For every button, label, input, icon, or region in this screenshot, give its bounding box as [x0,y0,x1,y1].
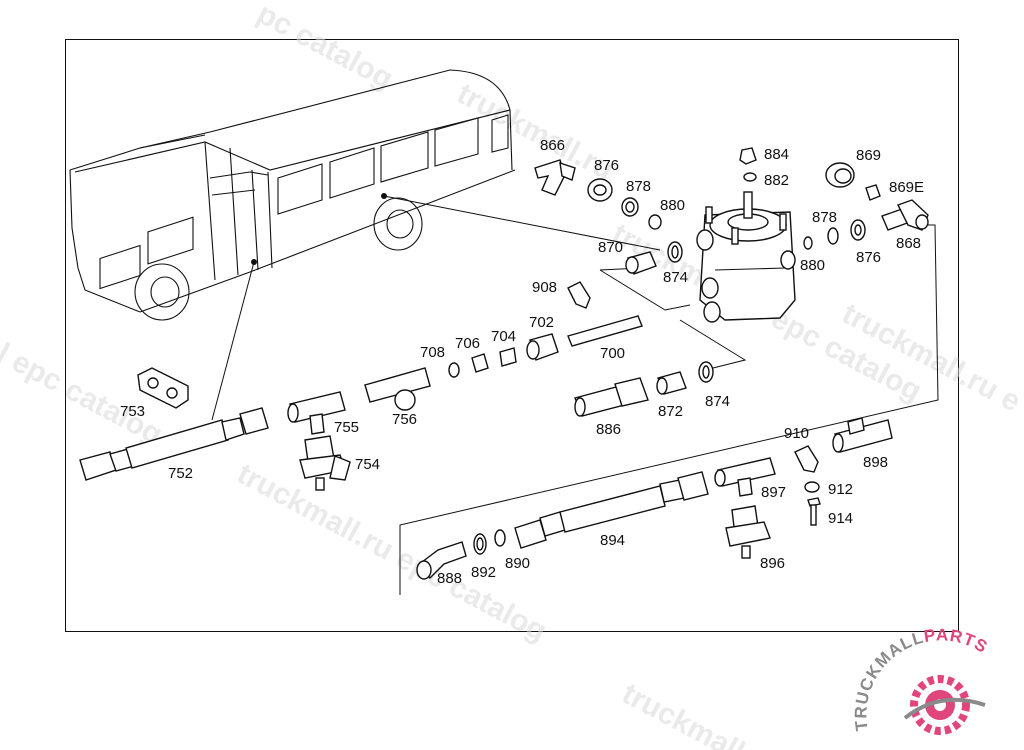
part-878b [827,227,839,245]
part-898 [832,417,893,453]
part-label-892: 892 [471,564,496,581]
leader-lines [211,195,939,595]
part-866 [534,159,576,196]
part-label-874: 874 [705,393,730,410]
diagram-frame [65,39,959,632]
part-label-878: 878 [626,178,651,195]
part-label-869: 869 [856,147,881,164]
part-label-878: 878 [812,209,837,226]
part-label-866: 866 [540,137,565,154]
part-label-876: 876 [856,249,881,266]
part-868 [881,199,929,231]
part-label-886: 886 [596,421,621,438]
part-label-704: 704 [491,328,516,345]
part-labels: 866 876 878 880 884 882 869 869E 878 880… [120,137,924,587]
logo-text: TRUCKMALLPARTS [851,625,991,732]
part-label-880: 880 [800,257,825,274]
part-label-700: 700 [600,345,625,362]
part-872 [656,371,687,395]
part-700 [567,315,643,347]
part-870 [625,251,657,275]
watermark-text: truckmall [617,677,750,750]
part-label-882: 882 [764,172,789,189]
watermark-text: pc catalog [252,0,398,96]
part-label-706: 706 [455,335,480,352]
part-label-752: 752 [168,465,193,482]
part-label-898: 898 [863,454,888,471]
part-753 [137,367,189,409]
part-label-888: 888 [437,570,462,587]
part-label-708: 708 [420,344,445,361]
part-label-874: 874 [663,269,688,286]
part-label-880: 880 [660,197,685,214]
part-label-872: 872 [658,403,683,420]
part-label-884: 884 [764,146,789,163]
part-869E [865,184,881,201]
watermark-text: l epc catalog [0,337,168,451]
part-912 [804,481,820,493]
part-label-910: 910 [784,425,809,442]
part-874a [667,241,683,263]
part-706 [471,353,489,373]
part-label-753: 753 [120,403,145,420]
part-704 [499,347,517,367]
valve-assembly [696,191,796,323]
part-label-896: 896 [760,555,785,572]
part-869 [825,162,855,188]
part-876a [587,178,613,202]
part-702 [526,333,559,361]
part-label-890: 890 [505,555,530,572]
part-label-755: 755 [334,419,359,436]
part-880a [648,214,662,230]
part-label-702: 702 [529,314,554,331]
part-754 [299,435,351,491]
watermark-text: truckmall.ru epc catalog [232,457,552,648]
part-label-912: 912 [828,481,853,498]
part-880b [803,236,813,250]
part-label-914: 914 [828,510,853,527]
part-label-894: 894 [600,532,625,549]
part-894 [514,471,709,549]
part-908 [567,281,591,309]
part-878a [621,197,639,217]
part-708 [448,362,460,378]
part-886 [574,377,649,417]
part-label-756: 756 [392,411,417,428]
part-label-868: 868 [896,235,921,252]
part-897 [714,457,776,497]
part-890 [494,529,506,547]
part-752 [79,407,269,481]
part-896 [725,505,771,559]
part-label-754: 754 [355,456,380,473]
part-884 [739,147,757,165]
part-756 [364,367,431,411]
truckmall-parts-logo: TRUCKMALLPARTS [851,625,991,735]
part-876b [850,219,866,241]
part-label-908: 908 [532,279,557,296]
part-874b [698,361,714,383]
part-882 [743,172,757,182]
part-910 [794,445,819,473]
bus-illustration [69,69,516,321]
part-892 [473,533,487,555]
part-label-876: 876 [594,157,619,174]
logo-text-accent: PARTS [923,625,992,657]
part-label-870: 870 [598,239,623,256]
part-914 [807,497,821,526]
part-755 [287,391,346,435]
part-label-869E: 869E [889,179,924,196]
part-888 [416,541,467,580]
part-label-897: 897 [761,484,786,501]
